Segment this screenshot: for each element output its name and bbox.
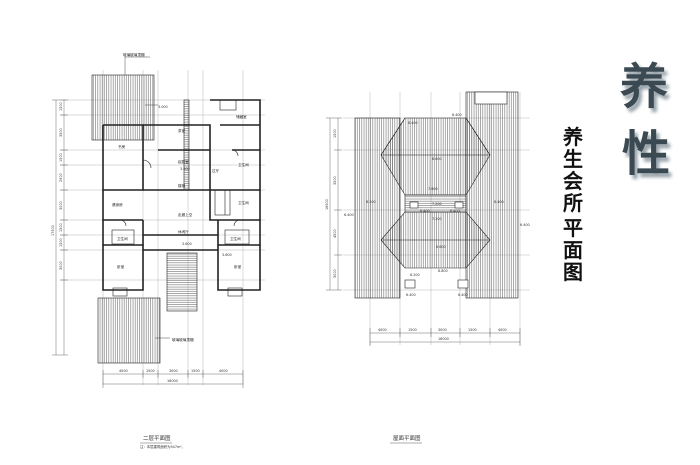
bottom-canopy-tag: 玻璃玻璃顶棚 xyxy=(172,337,194,342)
stair-strip xyxy=(166,252,198,312)
title-char-2: 性 xyxy=(622,126,670,182)
sub-char-3: 会 xyxy=(563,169,583,193)
left-dim-s4: 2500 xyxy=(59,173,63,182)
roof-lvl-6: 7.200 xyxy=(432,202,442,206)
roof-lvl-17: 6.400 xyxy=(458,293,468,297)
left-plan-labels: 玻璃玻璃顶棚 玻璃玻璃顶棚 书房 茶室 起居室 楼梯 过厅 卫生间 储藏室 卫生… xyxy=(112,52,249,342)
room-bath-top: 卫生间 xyxy=(238,162,249,167)
roof-lvl-9: 8.400 xyxy=(420,209,430,213)
roof-plan-caption: 屋面平面图 xyxy=(393,434,421,442)
level-3: 3.600 xyxy=(182,242,192,246)
roof-lvl-14: 8.200 xyxy=(410,273,420,277)
sub-char-4: 所 xyxy=(563,191,583,215)
top-canopy xyxy=(91,74,155,141)
roof-dim-total-side: 16500 xyxy=(325,199,329,210)
room-lounge: 休闲厅 xyxy=(178,229,189,234)
left-dim-s2: 3500 xyxy=(59,128,63,137)
left-dim-s6: 1500 xyxy=(59,223,63,232)
left-plan-note: 注：本层建筑面积为547m²。 xyxy=(140,444,185,449)
title-sub: 养 生 会 所 平 面 图 xyxy=(562,125,583,284)
roof-lvl-15: 8.800 xyxy=(438,269,448,273)
roof-lvl-10: 8.400 xyxy=(450,209,460,213)
roof-dim-b2: 1500 xyxy=(408,328,417,332)
roof-dim-s1: 1500 xyxy=(333,129,337,138)
roof-dim-s4: 3000 xyxy=(333,269,337,278)
room-bath-right: 卫生间 xyxy=(238,200,249,205)
roof-bottom-dims xyxy=(369,328,521,346)
roof-lvl-16: 6.400 xyxy=(406,293,416,297)
roof-lvl-11: 6.400 xyxy=(520,223,530,227)
grid-lines xyxy=(60,70,265,385)
roof-side-dims xyxy=(326,117,342,291)
left-dim-s7: 1500 xyxy=(59,238,63,247)
room-wc-right: 卫生间 xyxy=(230,236,241,241)
sub-char-2: 生 xyxy=(563,147,583,171)
room-bed-left: 卧室 xyxy=(117,264,125,269)
left-dim-total: 16000 xyxy=(167,379,178,383)
roof-lvl-4: 8.200 xyxy=(366,200,376,204)
bottom-canopy xyxy=(97,297,161,364)
left-plan-side-dims xyxy=(52,99,68,356)
roof-dim-s2: 3500 xyxy=(333,176,337,185)
roof-dim-b3: 3000 xyxy=(438,328,447,332)
level-2: 3.600 xyxy=(180,167,190,171)
roof-lvl-1: 8.400 xyxy=(452,113,462,117)
sub-char-5: 平 xyxy=(563,216,583,240)
sub-char-6: 面 xyxy=(563,238,583,262)
left-dim-s8: 3000 xyxy=(59,261,63,270)
left-dim-b3: 3000 xyxy=(169,369,178,373)
left-plan-side-dim-text: 1500 3500 1500 2500 3000 1500 1500 3000 … xyxy=(51,102,63,270)
room-wc-left: 卫生间 xyxy=(117,236,128,241)
room-hall: 过厅 xyxy=(212,168,220,173)
roof-lvl-13: 6.600 xyxy=(436,245,446,249)
left-dim-b2: 1500 xyxy=(146,369,155,373)
left-plan-bottom-dims xyxy=(102,370,244,388)
left-dim-s3: 1500 xyxy=(59,153,63,162)
room-gym: 健身房 xyxy=(112,202,123,207)
roof-lvl-8: 6.400 xyxy=(344,213,354,217)
left-plan-caption: 二层平面图 xyxy=(143,434,171,442)
roof-lvl-7: 8.400 xyxy=(494,200,504,204)
roof-right-wing xyxy=(465,91,519,299)
left-dim-s5: 3000 xyxy=(59,201,63,210)
room-living: 起居室 xyxy=(178,159,189,164)
top-canopy-tag: 玻璃玻璃顶棚 xyxy=(123,52,145,57)
roof-lvl-3: 8.800 xyxy=(432,157,442,161)
roof-lvl-5: 7.800 xyxy=(428,187,438,191)
left-dim-b4: 1500 xyxy=(191,369,200,373)
title-main: 养 性 xyxy=(620,59,670,182)
roof-plan xyxy=(343,91,530,345)
room-mid-top: 茶室 xyxy=(178,128,186,133)
room-study: 书房 xyxy=(118,144,126,149)
roof-lvl-2: 8.400 xyxy=(408,121,418,125)
level-4: 3.600 xyxy=(222,253,232,257)
roof-plan-levels: 8.400 8.400 8.800 8.200 7.800 7.200 8.40… xyxy=(344,113,530,297)
left-dim-total-side: 17500 xyxy=(51,225,55,236)
second-floor-plan xyxy=(60,56,265,385)
room-storage: 储藏室 xyxy=(236,114,247,119)
roof-dim-total: 16000 xyxy=(438,337,449,341)
roof-dim-b5: 4000 xyxy=(498,328,507,332)
room-bed-right: 卧室 xyxy=(234,264,242,269)
left-dim-s1: 1500 xyxy=(59,102,63,111)
left-dim-b1: 4000 xyxy=(119,369,128,373)
room-corridor: 走廊上空 xyxy=(178,212,193,217)
roof-dim-s3: 4500 xyxy=(333,229,337,238)
sub-char-7: 图 xyxy=(563,260,583,284)
left-dim-b5: 4000 xyxy=(219,369,228,373)
roof-lvl-12: 7.200 xyxy=(432,217,442,221)
level-1: 3.000 xyxy=(158,105,168,109)
roof-dim-b4: 1500 xyxy=(468,328,477,332)
room-stair: 楼梯 xyxy=(178,183,186,188)
roof-dim-b1: 4000 xyxy=(378,328,387,332)
title-char-1: 养 xyxy=(620,59,668,115)
roof-side-dim-text: 1500 3500 4500 3000 16500 xyxy=(325,129,337,278)
sub-char-1: 养 xyxy=(562,125,583,149)
